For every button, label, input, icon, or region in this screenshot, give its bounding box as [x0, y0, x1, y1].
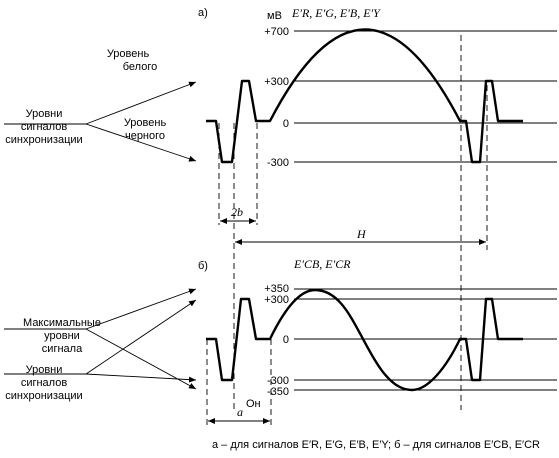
- sync-label-a-2: сигналов: [21, 121, 68, 133]
- waveform-a: [206, 28, 523, 164]
- panel-a-unit: мВ: [267, 10, 282, 22]
- dim-a-label: a: [237, 405, 243, 419]
- black-level-label-2: черного: [125, 130, 165, 142]
- tick-plus300: +300: [264, 76, 289, 88]
- dim-oh-label: Он: [246, 398, 261, 410]
- tick-minus350: -350: [267, 386, 289, 398]
- sync-label-a-1: Уровни: [26, 108, 63, 120]
- tick-plus700: +700: [264, 26, 289, 38]
- sync-label-a-3: синхронизации: [5, 134, 82, 146]
- arrow-to-plus300-b: [85, 299, 197, 375]
- sync-label-b-1: Уровни: [26, 364, 63, 376]
- panel-a-title: E′R, E′G, E′B, E′Y: [291, 6, 381, 20]
- tick-minus300: -300: [267, 157, 289, 169]
- dim-2b-label: 2b: [231, 205, 243, 219]
- tick-zero-b: 0: [283, 334, 289, 346]
- max-level-label-3: сигнала: [42, 343, 83, 355]
- white-level-label-1: Уровень: [107, 48, 150, 60]
- dim-h-label: H: [356, 227, 367, 241]
- panel-b-label: б): [198, 260, 208, 272]
- arrow-to-plus350: [85, 288, 197, 330]
- black-level-label-1: Уровень: [124, 117, 167, 129]
- tick-minus300-b: -300: [267, 375, 289, 387]
- panel-b-title: E′CB, E′CR: [293, 257, 351, 271]
- tick-plus350: +350: [264, 283, 289, 295]
- arrow-to-minus300-a: [85, 123, 197, 162]
- tick-zero-a: 0: [283, 118, 289, 130]
- figure-caption: а – для сигналов E′R, E′G, E′B, E′Y; б –…: [212, 439, 540, 451]
- max-level-label-2: уровни: [44, 330, 80, 342]
- arrow-to-minus300-b: [85, 373, 197, 383]
- arrow-to-plus300-a: [85, 81, 197, 125]
- sync-label-b-3: синхронизации: [5, 390, 82, 402]
- waveform-b: [206, 288, 523, 392]
- sync-label-b-2: сигналов: [21, 377, 68, 389]
- white-level-label-2: белого: [123, 61, 157, 73]
- max-level-label-1: Максимальные: [23, 317, 101, 329]
- tick-plus300-b: +300: [264, 294, 289, 306]
- panel-a-label: а): [198, 7, 208, 19]
- arrow-to-minus350: [85, 328, 197, 390]
